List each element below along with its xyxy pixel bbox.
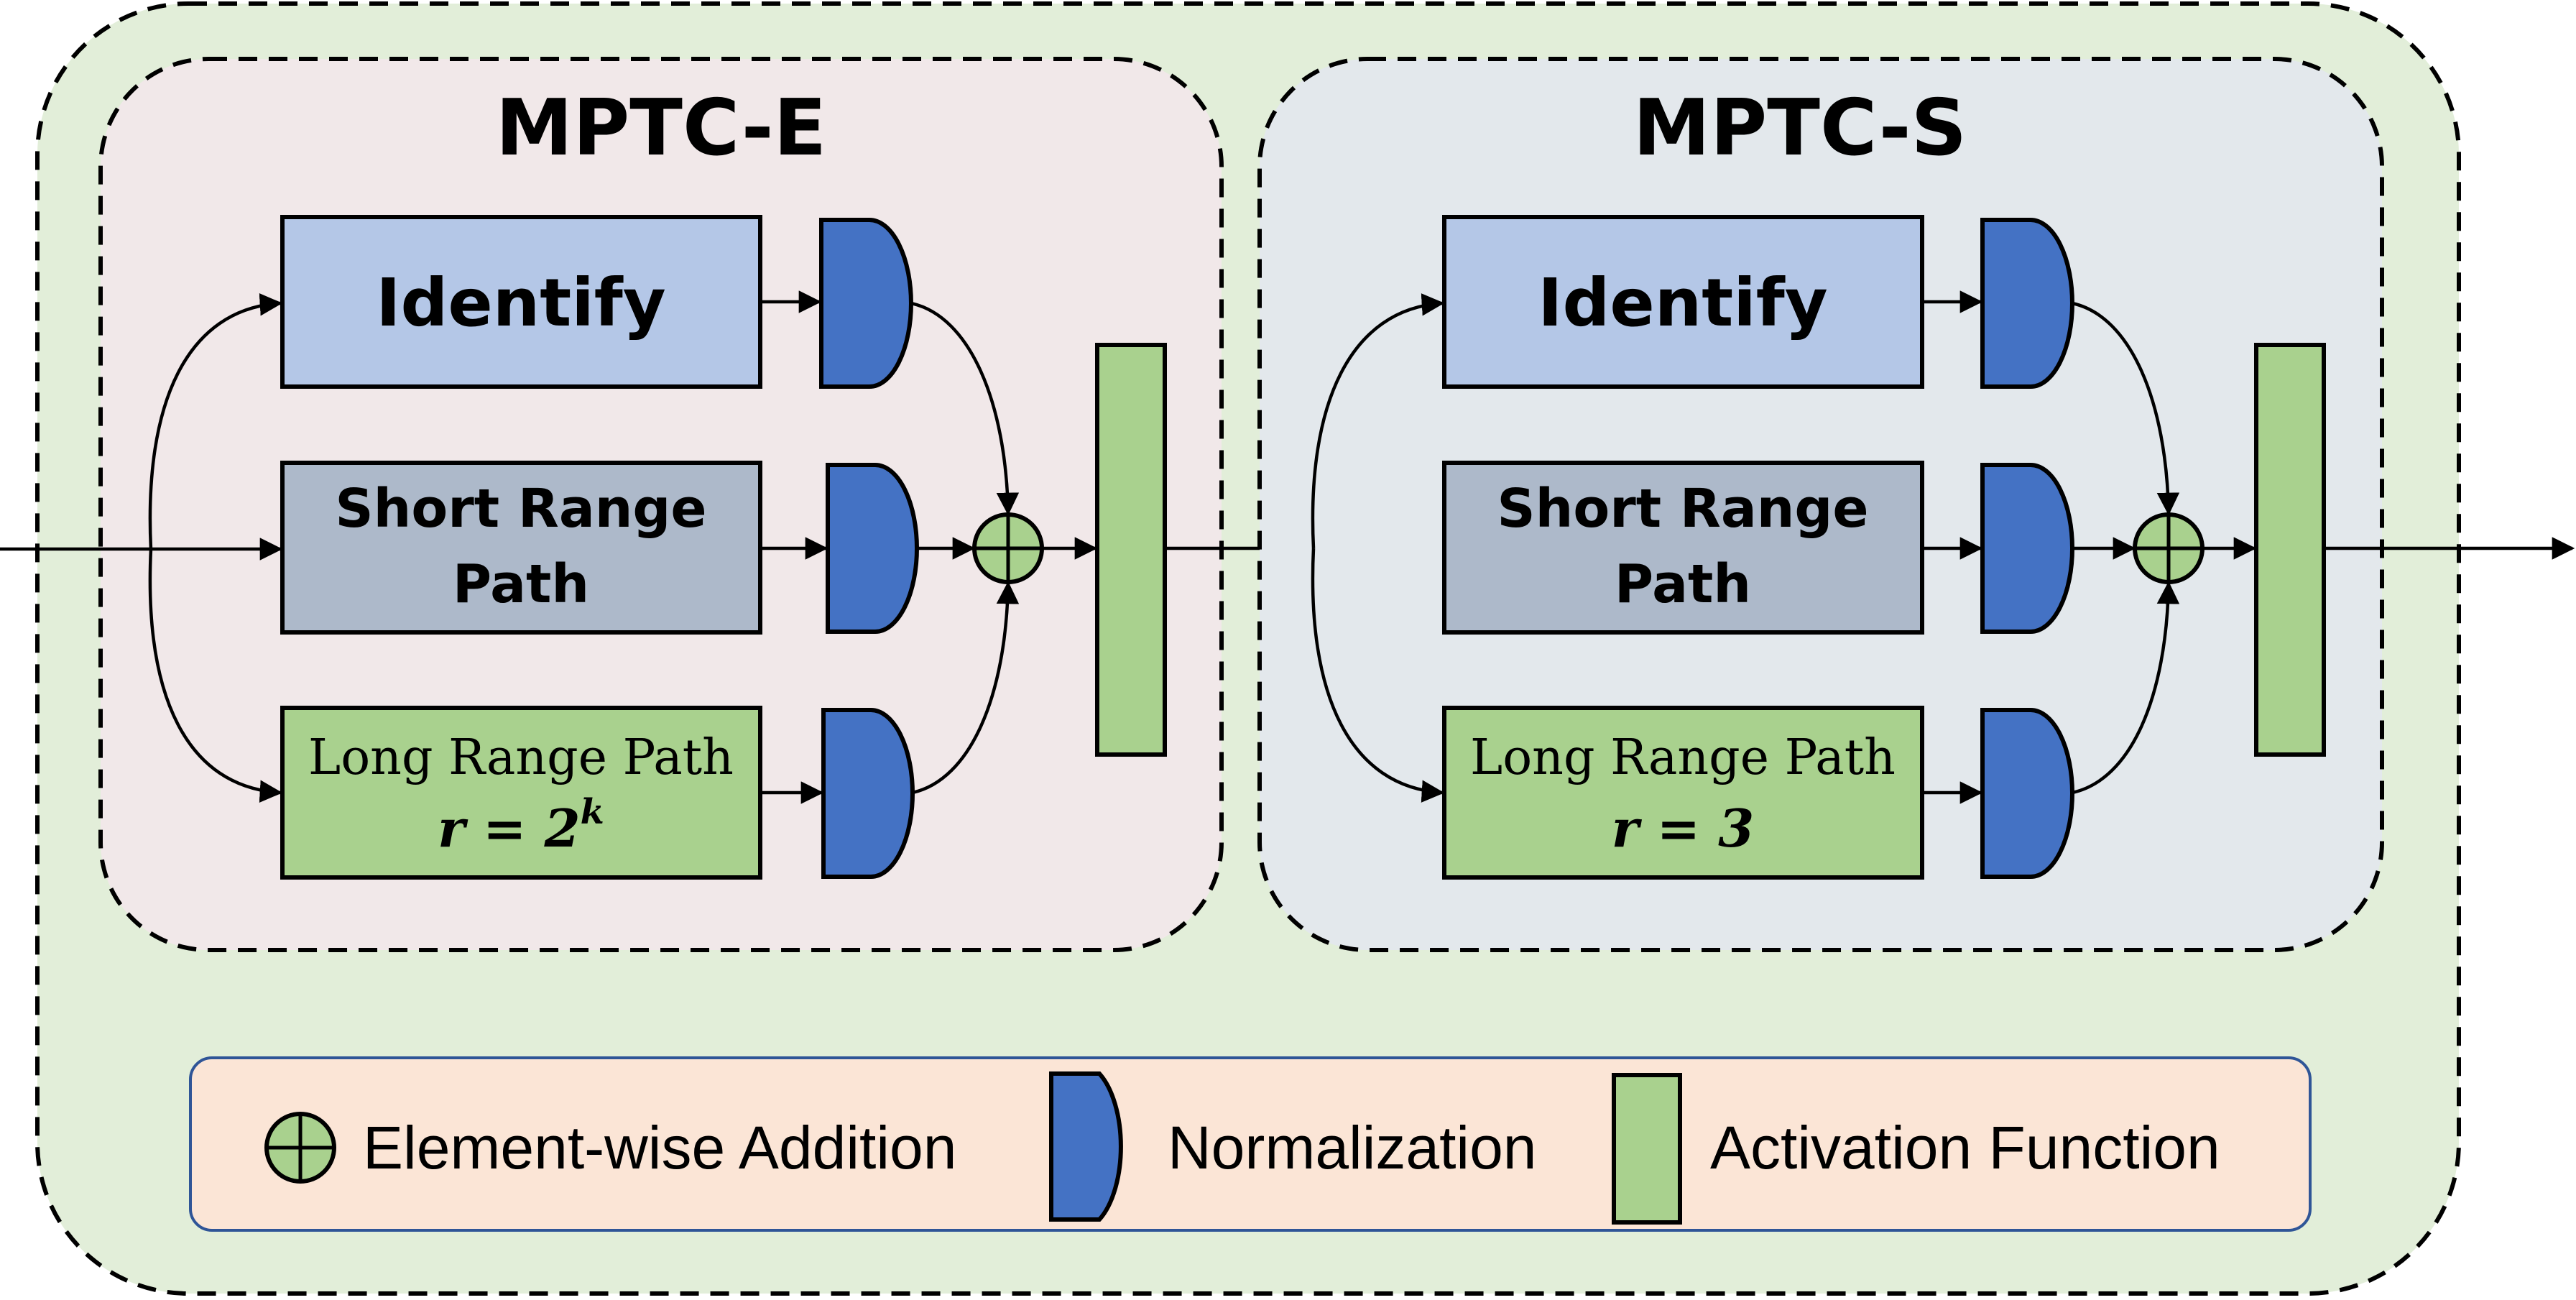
long-range-formula-main: r = 3 <box>1612 798 1755 859</box>
long-range-label: Long Range Path <box>308 729 734 786</box>
legend-activation-label: Activation Function <box>1710 1114 2220 1181</box>
long-range-formula: r = 3 <box>1612 798 1755 859</box>
legend-normalization-symbol <box>1049 1071 1123 1222</box>
module-mptc-e: MPTC-E Identify Short Range Path Long Ra… <box>0 57 1224 952</box>
long-range-formula-exponent: k <box>581 792 604 832</box>
activation-bar <box>1095 343 1167 757</box>
activation-bar <box>2254 343 2326 757</box>
identify-box <box>1442 215 1924 389</box>
legend: Element-wise Addition Normalization Acti… <box>189 1056 2312 1232</box>
legend-activation-symbol <box>1612 1073 1682 1225</box>
normalization-shape <box>821 708 915 879</box>
normalization-shape <box>1980 218 2074 389</box>
legend-box <box>189 1056 2312 1232</box>
normalization-shape <box>826 463 919 634</box>
module-title: MPTC-S <box>1633 83 1967 173</box>
short-range-label-line2: Path <box>1615 553 1751 615</box>
identify-label: Identify <box>1538 264 1828 341</box>
short-range-box <box>280 461 762 635</box>
short-range-label-line1: Short Range <box>335 478 706 540</box>
module-mptc-s: MPTC-S Identify Short Range Path Long Ra… <box>1257 57 2384 952</box>
short-range-label-line2: Path <box>453 553 589 615</box>
module-mptc-s-connections <box>1311 290 2257 804</box>
long-range-formula: r = 2k <box>438 792 604 859</box>
long-range-label: Long Range Path <box>1470 729 1896 786</box>
short-range-box <box>1442 461 1924 635</box>
legend-normalization-label: Normalization <box>1168 1114 1537 1181</box>
long-range-box <box>1442 706 1924 880</box>
identify-label: Identify <box>376 264 666 341</box>
module-mptc-e-connections <box>0 290 1098 804</box>
normalization-shape <box>1980 463 2074 634</box>
module-title: MPTC-E <box>496 83 827 173</box>
normalization-shape <box>1980 708 2074 879</box>
legend-addition-label: Element-wise Addition <box>363 1114 956 1181</box>
long-range-formula-main: r = 2 <box>438 798 581 859</box>
short-range-label-line1: Short Range <box>1497 478 1868 540</box>
normalization-shape <box>819 218 913 389</box>
identify-box <box>280 215 762 389</box>
